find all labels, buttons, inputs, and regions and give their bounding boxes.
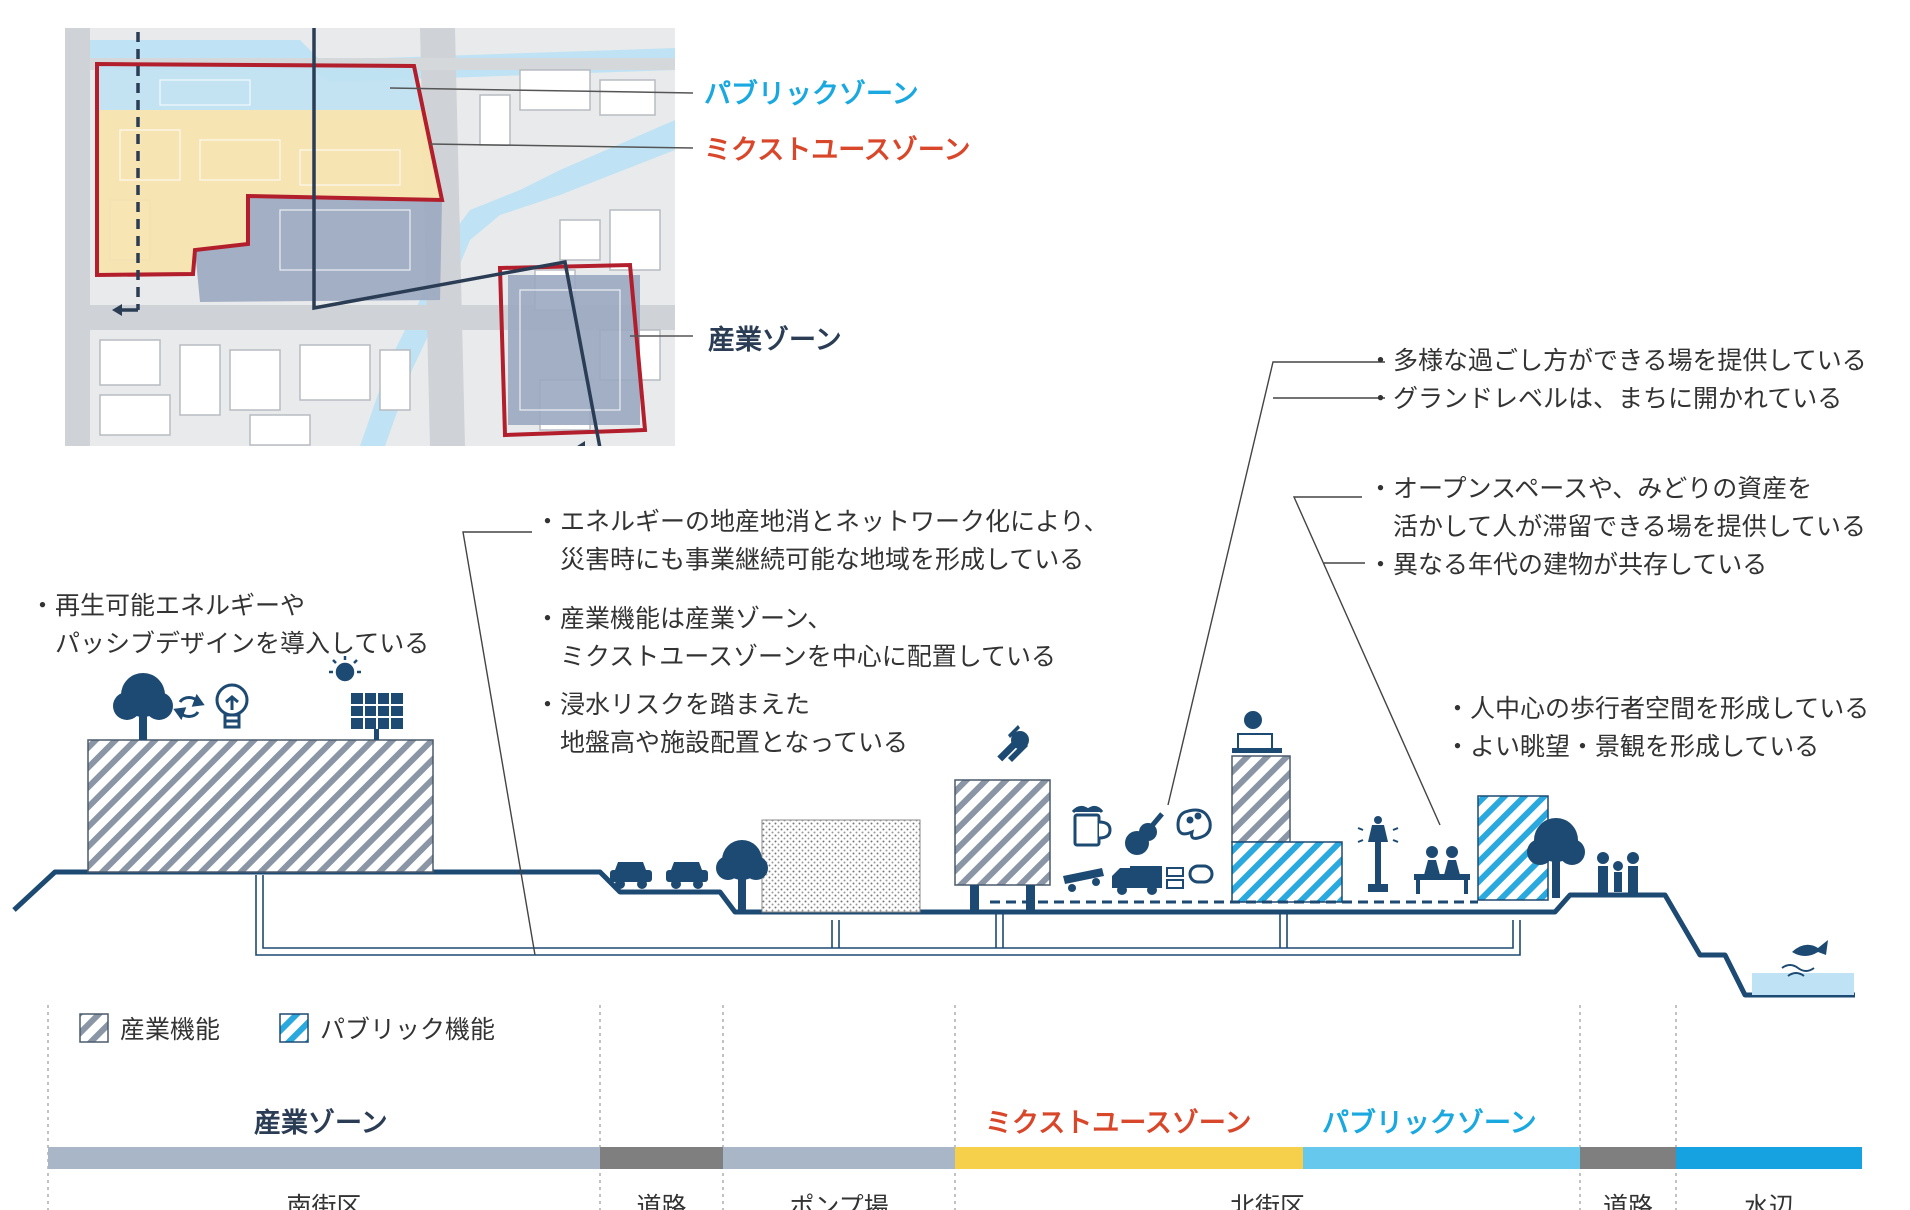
note-flood: ・浸水リスクを踏まえた 地盤高や施設配置となっている xyxy=(535,686,908,762)
section-label-south: 南街区 xyxy=(286,1192,362,1210)
note-industry: ・産業機能は産業ゾーン、 ミクストユースゾーンを中心に配置している xyxy=(535,600,1056,676)
legend-public-swatch xyxy=(279,1013,309,1043)
tree-icon xyxy=(716,840,768,910)
note-line: パッシブデザインを導入している xyxy=(30,629,430,658)
map-label-industrial: 産業ゾーン xyxy=(708,325,842,356)
note-line: ・よい眺望・景観を形成している xyxy=(1445,732,1820,761)
note-line: ・グランドレベルは、まちに開かれている xyxy=(1368,384,1843,413)
note-line: ・浸水リスクを踏まえた xyxy=(535,690,811,719)
tree-icon xyxy=(113,673,173,740)
skateboard-icon xyxy=(1063,868,1104,892)
sun-icon xyxy=(329,656,361,682)
band-south xyxy=(48,1147,600,1169)
note-pedestrian: ・人中心の歩行者空間を形成している ・よい眺望・景観を形成している xyxy=(1445,690,1869,766)
band-mixed xyxy=(955,1147,1303,1169)
pump-station xyxy=(761,819,921,913)
site-map xyxy=(65,28,675,446)
note-openspace: ・オープンスペースや、みどりの資産を 活かして人が滞留できる場を提供している ・… xyxy=(1368,470,1866,584)
section-label-road: 道路 xyxy=(636,1192,687,1210)
band-road-2 xyxy=(1580,1147,1676,1169)
water-surface xyxy=(1752,973,1854,995)
ground-profile xyxy=(12,869,1855,998)
beer-icon xyxy=(1071,805,1112,847)
family-icon xyxy=(1597,852,1639,894)
legend-industrial-label: 産業機能 xyxy=(120,1015,221,1044)
worker-icon xyxy=(1232,711,1282,753)
legend-industrial-swatch xyxy=(79,1013,109,1043)
section-label-road: 道路 xyxy=(1602,1192,1653,1210)
note-renewable: ・再生可能エネルギーや パッシブデザインを導入している xyxy=(30,587,429,663)
cycle-icon xyxy=(173,693,205,721)
legend-public-label: パブリック機能 xyxy=(320,1015,496,1044)
section-label-pump: ポンプ場 xyxy=(789,1192,889,1210)
industrial-building xyxy=(954,779,1051,886)
band-public xyxy=(1303,1147,1580,1169)
south-building xyxy=(87,739,434,873)
truck-icon xyxy=(1112,864,1214,895)
note-line: ・産業機能は産業ゾーン、 xyxy=(535,604,833,633)
fish-icon xyxy=(1781,940,1828,977)
car-icon xyxy=(610,862,708,889)
map-label-mixed: ミクストユースゾーン xyxy=(704,135,971,166)
band-road-1 xyxy=(600,1147,723,1169)
note-line: ・再生可能エネルギーや xyxy=(30,591,306,620)
guitar-icon xyxy=(1125,812,1164,855)
public-building-low xyxy=(1231,841,1343,903)
note-line: 地盤高や施設配置となっている xyxy=(535,728,909,757)
lightbulb-icon xyxy=(215,683,249,729)
band-water xyxy=(1676,1147,1862,1169)
note-line: 災害時にも事業継続可能な地域を形成している xyxy=(535,545,1085,574)
street-lamp-icon xyxy=(1357,816,1399,892)
energy-network xyxy=(255,875,1521,956)
zone-label-industrial: 産業ゾーン xyxy=(254,1108,388,1139)
section-label-north: 北街区 xyxy=(1229,1192,1305,1210)
note-line: ミクストユースゾーンを中心に配置している xyxy=(535,642,1057,671)
note-line: ・人中心の歩行者空間を形成している xyxy=(1445,694,1870,723)
map-label-public: パブリックゾーン xyxy=(704,79,919,110)
note-diverse: ・多様な過ごし方ができる場を提供している ・グランドレベルは、まちに開かれている xyxy=(1368,342,1867,418)
wrench-icon xyxy=(997,725,1029,762)
note-line: ・多様な過ごし方ができる場を提供している xyxy=(1368,346,1867,375)
band-pump xyxy=(723,1147,955,1169)
zone-label-public: パブリックゾーン xyxy=(1322,1108,1537,1139)
section-label-water: 水辺 xyxy=(1743,1192,1794,1210)
note-line: 活かして人が滞留できる場を提供している xyxy=(1368,512,1867,541)
note-line: ・エネルギーの地産地消とネットワーク化により、 xyxy=(535,507,1109,536)
bench-people-icon xyxy=(1414,846,1470,894)
note-line: ・オープンスペースや、みどりの資産を xyxy=(1368,474,1813,503)
tower-building xyxy=(1231,755,1291,843)
palette-icon xyxy=(1176,808,1212,840)
tree-icon xyxy=(1527,818,1585,898)
note-line: ・異なる年代の建物が共存している xyxy=(1368,550,1768,579)
zone-label-mixed: ミクストユースゾーン xyxy=(985,1108,1252,1139)
solar-panel-icon xyxy=(351,693,403,740)
note-energy: ・エネルギーの地産地消とネットワーク化により、 災害時にも事業継続可能な地域を形… xyxy=(535,503,1109,579)
